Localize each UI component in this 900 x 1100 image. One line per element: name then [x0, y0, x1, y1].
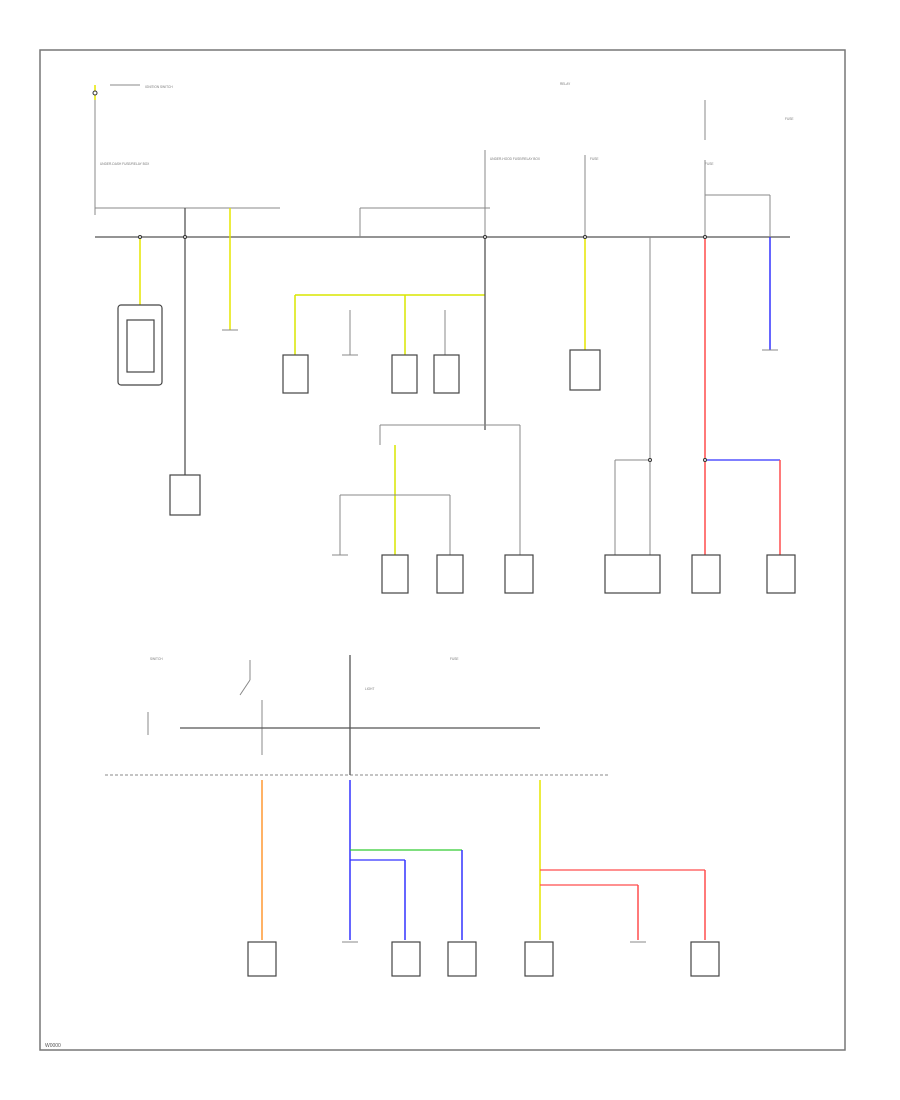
lower-label-1: SWITCH: [150, 657, 163, 661]
component-box-b4: [504, 554, 534, 594]
splice-1: [138, 235, 142, 239]
ignition-switch-contact: [92, 90, 98, 96]
fuse-box-label-3: FUSE: [590, 157, 599, 161]
footer-code: W0000: [45, 1043, 61, 1049]
relay-label-side: FUSE: [785, 117, 794, 121]
component-box-b2: [381, 554, 409, 594]
fuse-box-label-4: FUSE: [705, 162, 714, 166]
component-box-h3: [690, 941, 720, 977]
component-box-g1: [391, 941, 421, 977]
splice-5: [703, 235, 707, 239]
component-box-f1: [247, 941, 277, 977]
splice-2: [183, 235, 187, 239]
diagram-frame: [39, 49, 846, 1051]
component-box-c1: [569, 349, 601, 391]
splice-6: [648, 458, 652, 462]
splice-4: [583, 235, 587, 239]
component-box-b3: [436, 554, 464, 594]
component-box-e1: [691, 554, 721, 594]
lower-label-2: FUSE: [450, 657, 459, 661]
ignition-switch-label: IGNITION SWITCH: [145, 85, 173, 89]
splice-7: [703, 458, 707, 462]
component-box-g2: [447, 941, 477, 977]
component-box-d1: [604, 554, 661, 594]
component-box-col1: [126, 319, 155, 373]
component-box-h1: [524, 941, 554, 977]
lower-label-3: LIGHT: [365, 687, 374, 691]
component-box-a3: [391, 354, 418, 394]
component-box-a1: [282, 354, 309, 394]
lower-switch-blade: [239, 679, 251, 696]
splice-3: [483, 235, 487, 239]
component-box-e2: [766, 554, 796, 594]
component-box-a4: [433, 354, 460, 394]
fuse-box-label-2: UNDER-HOOD FUSE/RELAY BOX: [490, 157, 541, 161]
component-box-col2: [169, 474, 201, 516]
fuse-box-label-1: UNDER-DASH FUSE/RELAY BOX: [100, 162, 150, 166]
relay-label-top: RELAY: [560, 82, 571, 86]
